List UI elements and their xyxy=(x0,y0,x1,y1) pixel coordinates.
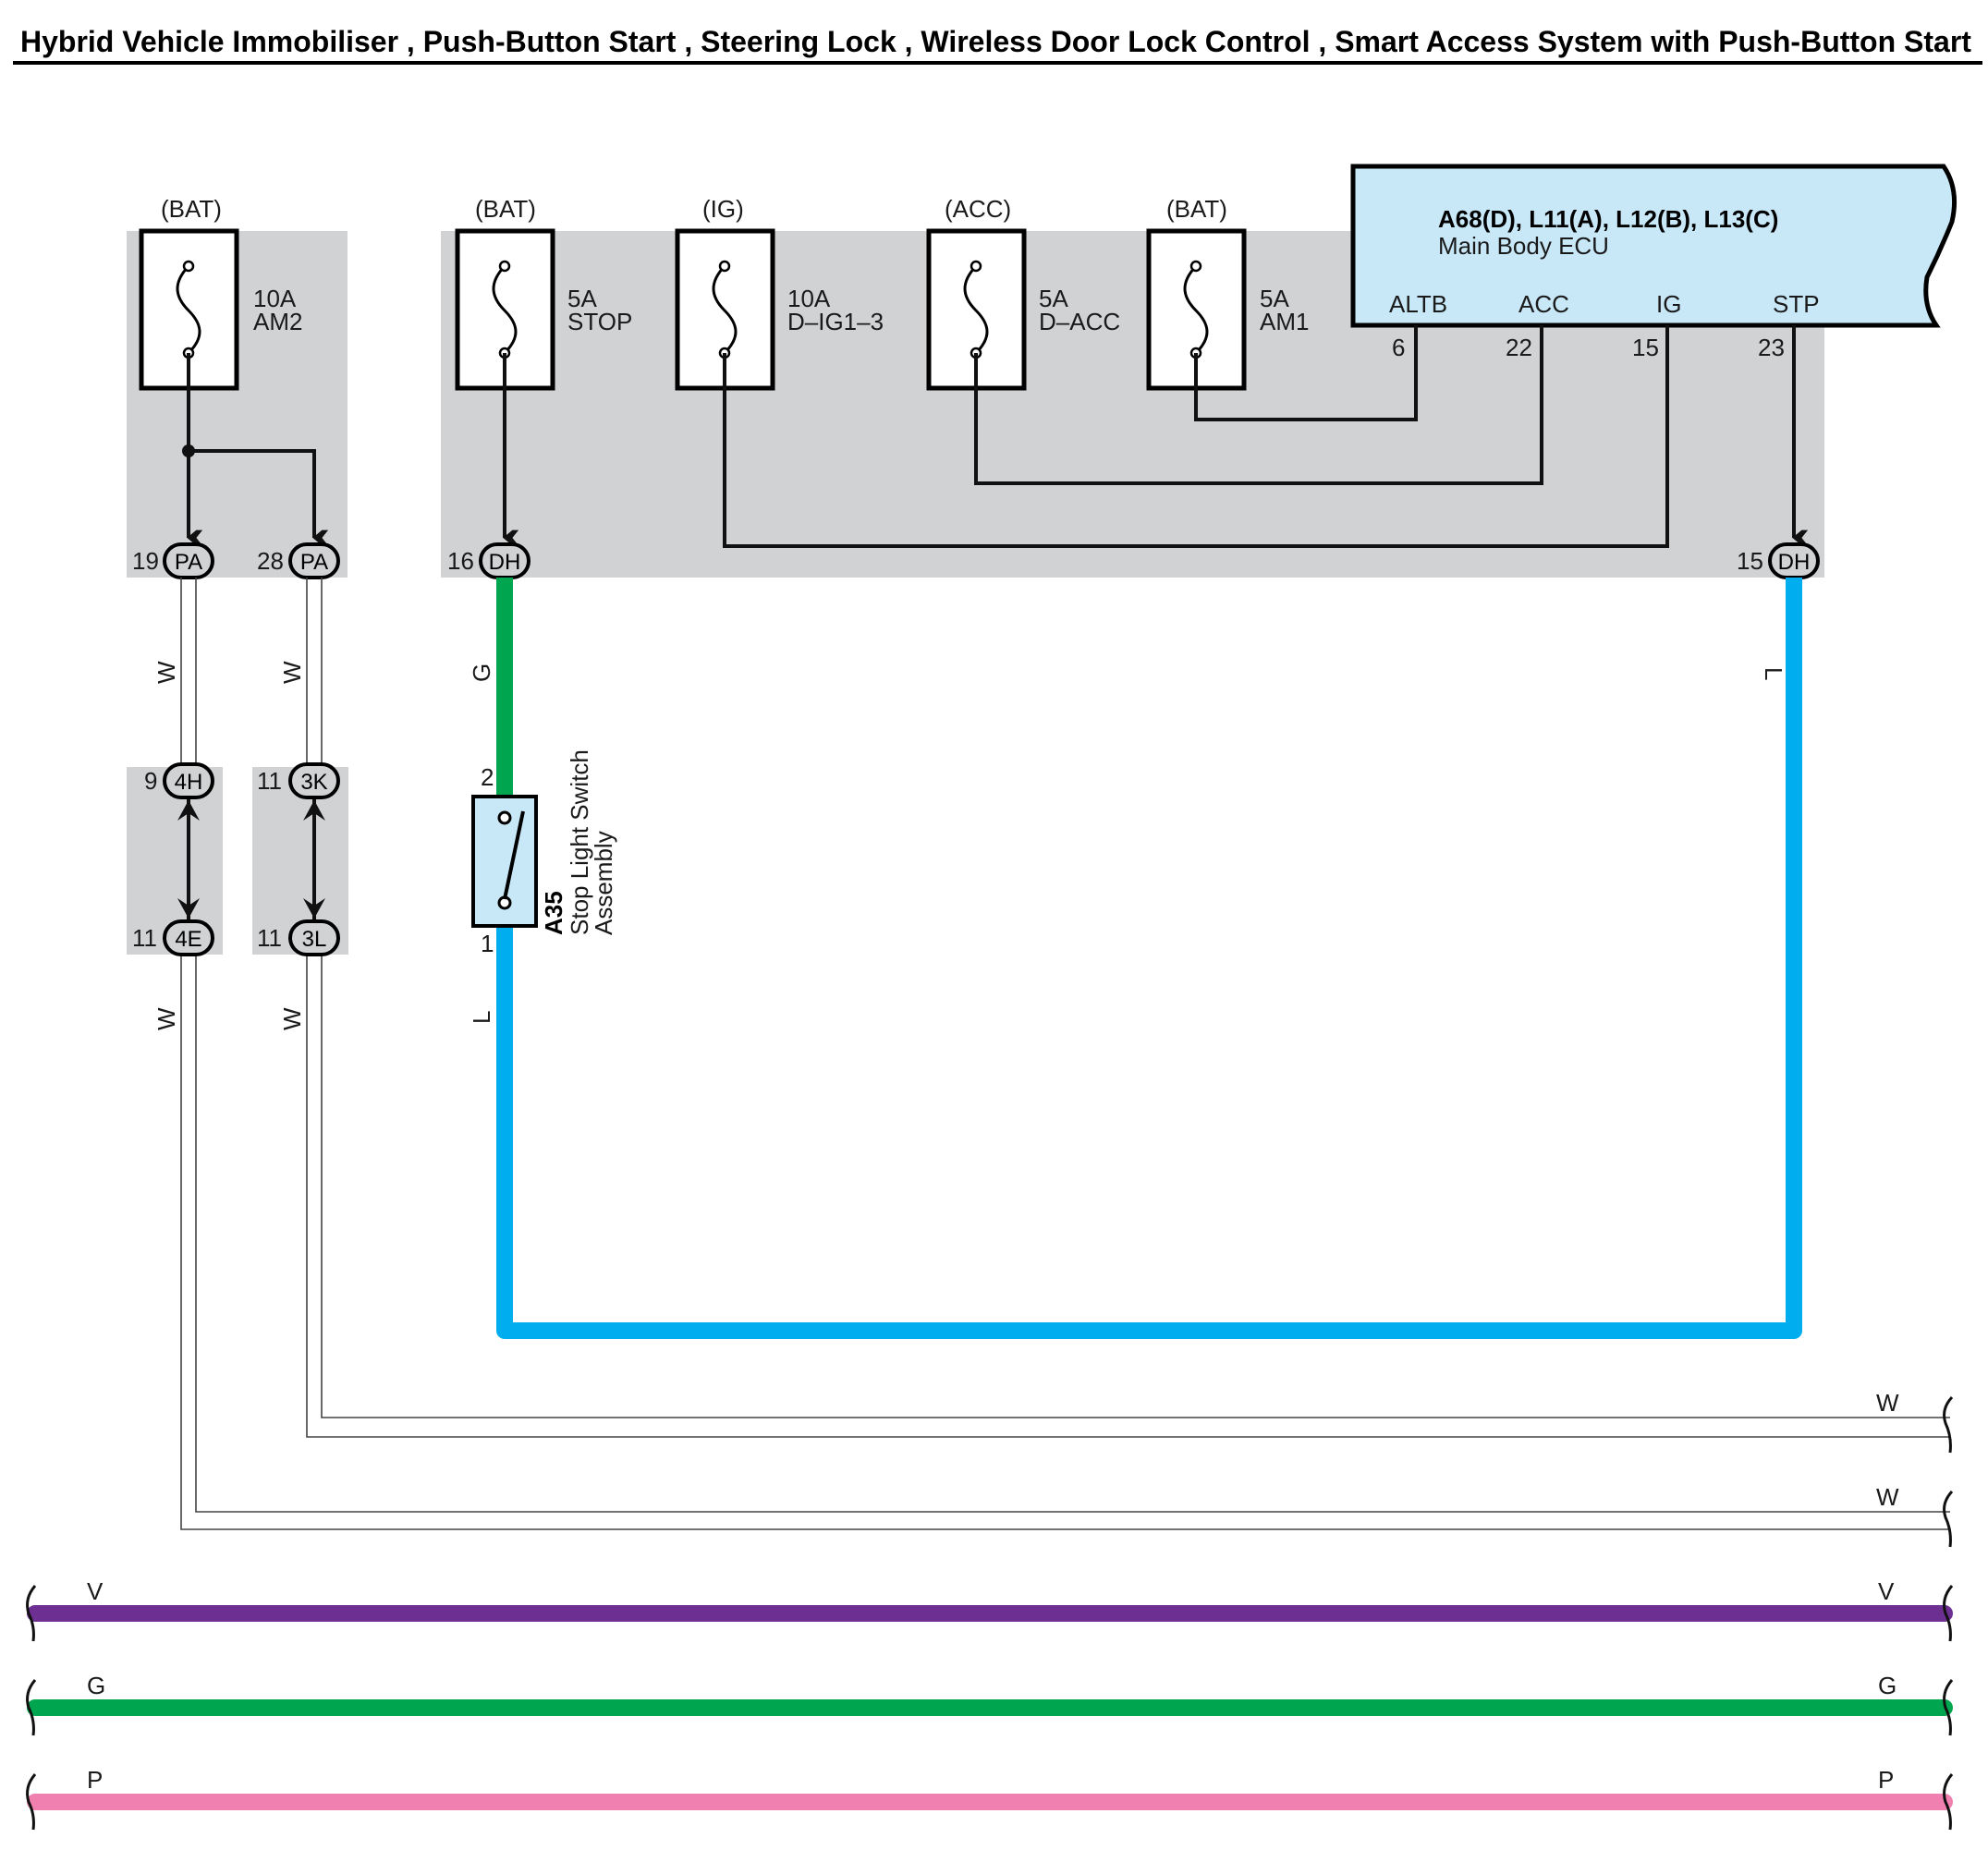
connector-pa-28-code: PA xyxy=(300,550,328,575)
connector-pa-19-pin: 19 xyxy=(132,547,159,575)
wire-label-w2: W xyxy=(278,661,306,684)
switch-name-line2: Assembly xyxy=(590,831,617,935)
fuse-d-acc-name: D–ACC xyxy=(1039,308,1120,335)
connector-4h-pin: 9 xyxy=(144,767,157,795)
internal-wiring xyxy=(187,325,1809,548)
wire-blue-stp xyxy=(496,578,1802,1339)
connector-3k: 3K 11 xyxy=(257,762,340,799)
fuse-am1-rating: 5A xyxy=(1260,285,1289,312)
wire-label-l-stop: L xyxy=(468,1011,495,1024)
connector-dh-15-code: DH xyxy=(1778,550,1811,575)
wire-label-w-right-upper: W xyxy=(1876,1389,1899,1417)
ecu-terminal-ig: IG xyxy=(1656,290,1681,318)
ecu-name-label: Main Body ECU xyxy=(1438,232,1609,260)
fuse-am1: (BAT) 5A AM1 xyxy=(1146,195,1309,391)
ecu-terminal-stp: STP xyxy=(1773,290,1820,318)
connector-4h-code: 4H xyxy=(175,770,203,795)
connector-dh-15-pin: 15 xyxy=(1737,547,1763,575)
white-wires xyxy=(180,578,1950,1530)
ecu-pin-ig: 15 xyxy=(1632,334,1659,361)
connector-pa-28-pin: 28 xyxy=(257,547,284,575)
connector-dh-16-code: DH xyxy=(489,550,521,575)
wire-label-g-left: G xyxy=(87,1672,105,1699)
fuse-stop-name: STOP xyxy=(567,308,632,335)
fuse-d-acc-rating: 5A xyxy=(1039,285,1068,312)
connector-3k-pin: 11 xyxy=(257,767,282,795)
connector-junction-arrows xyxy=(187,799,316,919)
connector-dh-16: DH 16 xyxy=(447,542,531,579)
connector-pa-28: PA 28 xyxy=(257,542,340,579)
ecu-pin-altb: 6 xyxy=(1392,334,1405,361)
connector-3l: 3L 11 xyxy=(257,919,340,956)
splice-point xyxy=(182,444,195,457)
fuse-am1-name: AM1 xyxy=(1260,308,1309,335)
fuse-am2-name: AM2 xyxy=(253,308,302,335)
diagram-title: Hybrid Vehicle Immobiliser , Push-Button… xyxy=(20,25,1971,58)
fuse-d-acc-source: (ACC) xyxy=(945,195,1011,223)
ecu-pin-stp: 23 xyxy=(1758,334,1785,361)
main-body-ecu: A68(D), L11(A), L12(B), L13(C) Main Body… xyxy=(1350,164,1958,361)
connector-3l-pin: 11 xyxy=(257,924,282,952)
fuse-d-ig1-3-name: D–IG1–3 xyxy=(787,308,884,335)
fuse-d-ig1-3-rating: 10A xyxy=(787,285,831,312)
wire-label-l-stp: L xyxy=(1760,667,1787,680)
break-marks-right-white xyxy=(1943,1395,1954,1548)
switch-name-line1: Stop Light Switch xyxy=(566,749,593,935)
wire-label-g-stop: G xyxy=(468,663,495,682)
wire-label-v-left: V xyxy=(87,1577,104,1605)
fuse-am1-source: (BAT) xyxy=(1166,195,1227,223)
wire-label-w4: W xyxy=(278,1007,306,1030)
fuse-am2-rating: 10A xyxy=(253,285,297,312)
ecu-pin-acc: 22 xyxy=(1506,334,1532,361)
wire-label-w3: W xyxy=(152,1007,180,1030)
connector-3l-code: 3L xyxy=(302,927,327,952)
wire-label-w-right-lower: W xyxy=(1876,1483,1899,1511)
connector-4e-pin: 11 xyxy=(132,924,157,952)
switch-code: A35 xyxy=(540,891,567,935)
break-marks-bottom xyxy=(26,1585,1954,1831)
switch-pin-top: 2 xyxy=(481,763,494,791)
fuse-am2-source: (BAT) xyxy=(161,195,222,223)
switch-pin-bottom: 1 xyxy=(481,930,494,957)
ecu-connectors-label: A68(D), L11(A), L12(B), L13(C) xyxy=(1438,205,1778,233)
connector-4e: 4E 11 xyxy=(132,919,214,956)
connector-4e-code: 4E xyxy=(175,927,201,952)
fuse-stop: (BAT) 5A STOP xyxy=(455,195,632,391)
stop-light-switch: 2 1 A35 Stop Light Switch Assembly xyxy=(471,749,617,957)
wire-label-p-right: P xyxy=(1878,1766,1894,1794)
wire-label-g-right: G xyxy=(1878,1672,1897,1699)
fuse-stop-source: (BAT) xyxy=(475,195,536,223)
connector-dh-16-pin: 16 xyxy=(447,547,474,575)
connector-pa-19-code: PA xyxy=(175,550,202,575)
wire-label-v-right: V xyxy=(1878,1577,1895,1605)
ecu-terminal-altb: ALTB xyxy=(1389,290,1447,318)
connector-dh-15: DH 15 xyxy=(1737,542,1820,579)
connector-pa-19: PA 19 xyxy=(132,542,214,579)
wire-label-w1: W xyxy=(152,661,180,684)
wire-label-p-left: P xyxy=(87,1766,103,1794)
fuse-stop-rating: 5A xyxy=(567,285,597,312)
fuse-d-ig1-3-source: (IG) xyxy=(702,195,744,223)
ecu-terminal-acc: ACC xyxy=(1518,290,1569,318)
connector-4h: 4H 9 xyxy=(144,762,214,799)
connector-3k-code: 3K xyxy=(300,770,327,795)
junction-arrowheads xyxy=(177,800,325,919)
